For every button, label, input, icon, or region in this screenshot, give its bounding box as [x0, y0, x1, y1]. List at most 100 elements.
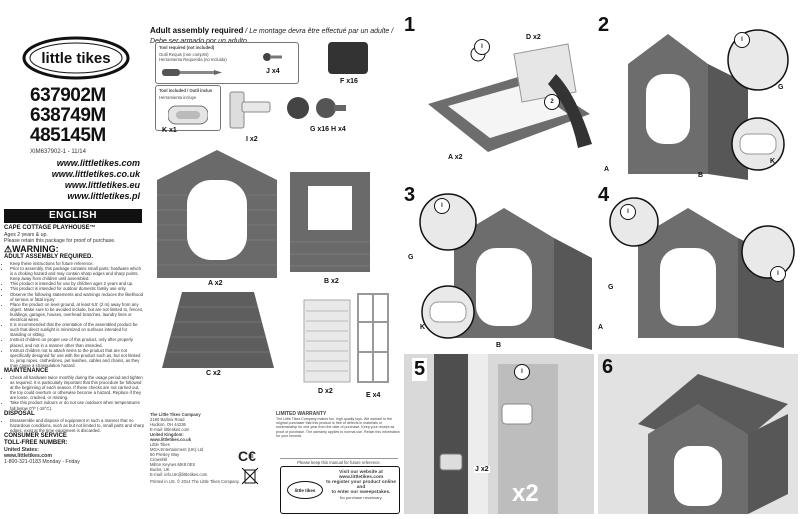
- uk-line: 50 Presley Way: [150, 452, 180, 457]
- step-4-illustration: [609, 197, 795, 348]
- warning-subtitle: ADULT ASSEMBLY REQUIRED.: [4, 254, 94, 260]
- marker-i: I: [770, 266, 786, 282]
- warranty-block: LIMITED WARRANTY The Little Tikes Compan…: [276, 412, 400, 438]
- part-i-bracket: [229, 91, 271, 129]
- uk-title: United Kingdom:: [150, 432, 184, 437]
- step-number: 1: [404, 14, 416, 36]
- marker-i: I: [734, 32, 750, 48]
- step-4-panel: 4 I I G A: [598, 184, 798, 350]
- list-item: Instruct children on proper use of this …: [10, 337, 144, 347]
- part-b-wall-panel: [290, 172, 370, 272]
- list-item: Disassemble and dispose of equipment in …: [10, 418, 144, 433]
- part-f-cap: [328, 42, 368, 74]
- tool-required-title: Tool required (not included): [159, 45, 215, 50]
- little-tikes-logo: little tikes: [22, 36, 130, 80]
- part-a-wall-panel: [157, 150, 277, 278]
- consumer-title: CONSUMER SERVICE: [4, 432, 67, 439]
- uk-site[interactable]: www.littletikes.co.uk: [150, 437, 192, 442]
- url[interactable]: www.littletikes.co.uk: [51, 169, 140, 179]
- marker-g: G: [608, 284, 614, 291]
- ce-mark-icon: C€: [238, 448, 256, 464]
- promo-box: little tikes Visit our website at www.li…: [280, 466, 400, 514]
- list-item: This product is intended for outdoor dom…: [10, 286, 144, 291]
- list-item: Instruct children not to attach items to…: [10, 348, 144, 368]
- step-number: 5: [412, 358, 428, 381]
- step-2-illustration: [628, 29, 789, 180]
- model-number: 637902M: [30, 85, 106, 106]
- list-item: Take this product indoors or do not use …: [10, 400, 144, 410]
- step-number: 2: [598, 14, 610, 36]
- list-item: Check all hardware twice monthly during …: [10, 375, 144, 400]
- promo-line: to enter our sweepstakes.: [331, 490, 391, 495]
- company-name: The Little Tikes Company: [150, 412, 201, 417]
- marker-k: K: [420, 324, 426, 331]
- url[interactable]: www.littletikes.pl: [67, 191, 140, 201]
- tool-included-box: Tool included / Outil inclus Herramienta…: [155, 85, 221, 131]
- label-j-x2: J x2: [474, 466, 490, 473]
- model-number: 485145M: [30, 125, 106, 146]
- step-5-illustration: [404, 354, 594, 514]
- promo-line: Visit our website at: [339, 470, 383, 475]
- company-address: Hudson, OH 44236: [150, 422, 186, 427]
- company-block: The Little Tikes Company 2180 Barlow Roa…: [150, 412, 270, 484]
- company-address: 2180 Barlow Road: [150, 417, 185, 422]
- promo-line: to register your product online and: [326, 480, 396, 490]
- model-number: 638749M: [30, 105, 106, 126]
- recycle-bin-icon: [241, 467, 259, 485]
- product-name: CAPE COTTAGE PLAYHOUSE™: [4, 225, 96, 231]
- disposal-list: Disassemble and dispose of equipment in …: [4, 418, 144, 433]
- part-g-h-bolts: [287, 97, 346, 119]
- warranty-footer: Please keep this manual for future refer…: [280, 458, 398, 465]
- part-label-i: I x2: [246, 136, 258, 143]
- product-retain: Please retain this package for proof of …: [4, 238, 116, 244]
- uk-line: Milton Keynes MK8 0ES: [150, 462, 196, 467]
- step-3-panel: 3 I G K B: [404, 184, 594, 350]
- list-item: Place the product on level ground, at le…: [10, 302, 144, 322]
- page-title-es: Debe ser armado por un adulto: [150, 38, 247, 45]
- part-label-e: E x4: [366, 392, 381, 399]
- part-c-roof-panel: [162, 292, 274, 368]
- marker-a: A: [598, 324, 604, 331]
- uk-line: Crownhill: [150, 457, 168, 462]
- step-6-illustration: [598, 354, 798, 514]
- part-label-d: D x2: [318, 388, 333, 395]
- step-number: 4: [598, 184, 610, 206]
- marker-b: B: [698, 172, 704, 179]
- url[interactable]: www.littletikes.com: [56, 158, 140, 168]
- consumer-phone: 1-800-321-0183 Monday - Friday: [4, 458, 80, 465]
- marker-i: I: [474, 39, 490, 55]
- list-item: Keep these instructions for future refer…: [10, 261, 144, 266]
- promo-line: No purchase necessary.: [339, 495, 383, 500]
- language-bar: ENGLISH: [4, 209, 142, 223]
- part-label-a: A x2: [208, 280, 223, 287]
- marker-i: I: [514, 364, 530, 380]
- svg-text:little tikes: little tikes: [41, 50, 110, 67]
- company-email: E-mail: littletikes.com: [150, 427, 190, 432]
- url[interactable]: www.littletikes.eu: [64, 180, 140, 190]
- warning-icon: ⚠: [4, 244, 13, 254]
- part-label-b: B x2: [324, 278, 339, 285]
- screwdriver-icon: [162, 69, 222, 76]
- marker-b: B: [496, 342, 502, 349]
- consumer-country: United States:: [4, 446, 39, 453]
- page-title-fr: / Le montage devra être effectué par un …: [243, 28, 394, 35]
- page-title: Adult assembly required: [150, 26, 244, 35]
- step-number: 6: [602, 356, 614, 378]
- label-d-x2: D x2: [526, 34, 541, 41]
- part-label-k: K x1: [162, 127, 177, 134]
- label-a-x2: A x2: [448, 154, 463, 161]
- consumer-site[interactable]: www.littletikes.com: [4, 452, 52, 459]
- part-d-shutter: [303, 299, 351, 383]
- tool-included-title: Tool included / Outil inclus: [159, 88, 213, 93]
- header-block: Adult assembly required / Le montage dev…: [150, 20, 400, 46]
- label-x2: x2: [512, 480, 539, 507]
- list-item: This product is intended for use by chil…: [10, 281, 144, 286]
- marker-i: I: [620, 204, 636, 220]
- part-label-c: C x2: [206, 370, 221, 377]
- promo-url[interactable]: www.littletikes.com: [338, 475, 384, 480]
- step-1-illustration: [428, 43, 592, 152]
- warranty-title: LIMITED WARRANTY: [276, 411, 327, 417]
- little-tikes-logo: little tikes: [287, 481, 323, 499]
- tool-wrench-icon: [168, 105, 208, 125]
- marker-i: I: [434, 198, 450, 214]
